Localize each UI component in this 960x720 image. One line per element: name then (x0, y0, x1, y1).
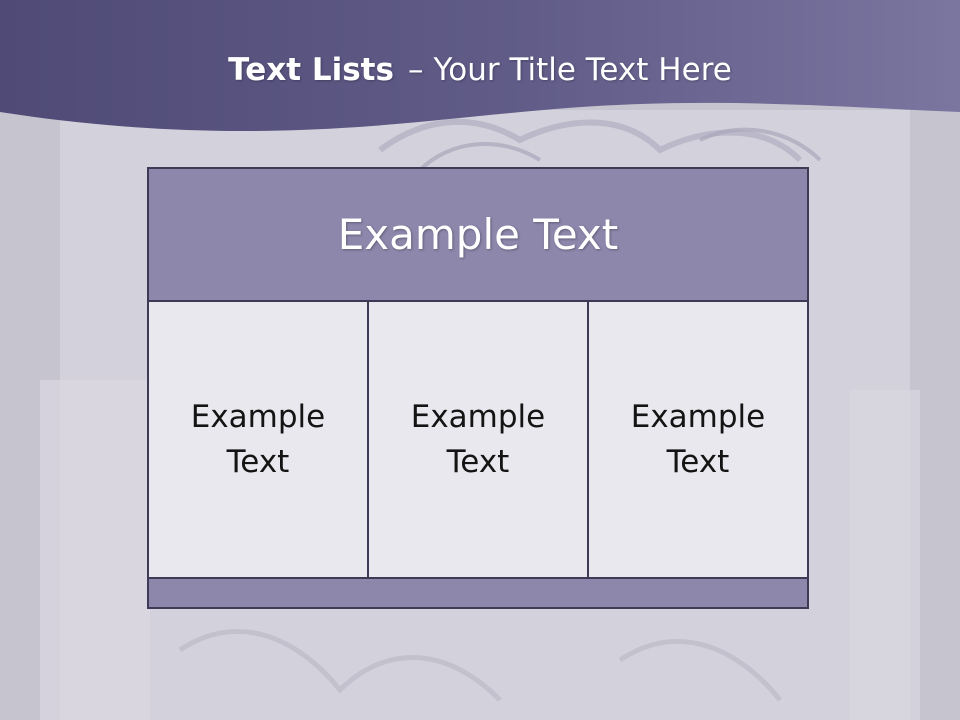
title-separator: – (407, 52, 424, 88)
table-column-cell-2: Example Text (369, 302, 587, 577)
table-header-cell: Example Text (149, 169, 807, 300)
table-column-cell-1: Example Text (149, 302, 367, 577)
slide-title: Text Lists–Your Title Text Here (0, 52, 960, 88)
text-list-table: Example Text Example Text Example Text E… (147, 167, 809, 609)
table-column-cell-3: Example Text (589, 302, 807, 577)
table-footer-bar (149, 579, 807, 607)
title-rest-text: Your Title Text Here (433, 52, 732, 88)
title-bold-text: Text Lists (228, 52, 394, 88)
title-band (0, 0, 960, 132)
